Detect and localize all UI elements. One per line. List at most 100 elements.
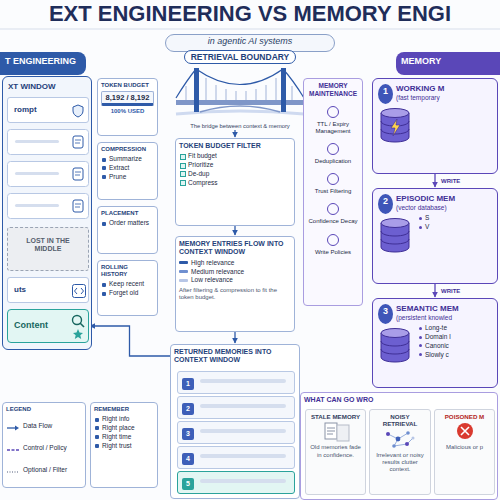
- text-group: Content: [8, 310, 88, 331]
- node-heading: rompt: [8, 98, 88, 115]
- what-can-go-wrong: WHAT CAN GO WRO STALE MEMORYOld memories …: [300, 392, 498, 500]
- memory-row: 3: [177, 421, 295, 444]
- node-text: Right place: [94, 424, 154, 432]
- text-group: REMEMBER Right infoRight placeRight timeR…: [91, 403, 157, 452]
- node-text: Old memories fade in confidence.: [309, 444, 362, 458]
- node-heading: EPISODIC MEM: [396, 194, 493, 204]
- node-text: Summarize: [101, 155, 154, 163]
- placement-box: PLACEMENTOrder matters: [97, 206, 158, 254]
- node-text: Low relevance: [179, 276, 291, 284]
- section-tab: MEMORY: [396, 52, 500, 75]
- node-text: De-dup: [179, 170, 291, 178]
- node-text: Write Policies: [307, 234, 359, 256]
- working-memory: WORKING M(fast temporary1: [372, 78, 498, 174]
- text-group: STALE MEMORYOld memories fade in confide…: [306, 410, 365, 462]
- node-text: Right time: [94, 433, 154, 441]
- semantic-memory: SEMANTIC MEM(persistent knowledLong-teDo…: [372, 298, 498, 388]
- text-group: XT WINDOW: [3, 77, 91, 92]
- node-heading: T ENGINEERING: [0, 52, 86, 70]
- returned-memories-box: RETURNED MEMORIES INTO CONTEXT WINDOW 1 2 3…: [170, 344, 300, 499]
- node-heading: Content: [8, 310, 88, 331]
- search-star-icon: [70, 313, 86, 341]
- code-icon: [72, 284, 86, 298]
- context-window-panel: XT WINDOW romptLOST IN THE MIDDLE utsConte…: [2, 76, 92, 350]
- icon: [438, 420, 491, 444]
- text-group: WHAT CAN GO WRO: [301, 393, 497, 407]
- legend-sample: [6, 417, 23, 435]
- node-text: Domain l: [418, 333, 493, 341]
- bridge-arch: [200, 106, 280, 112]
- database-icon: [379, 327, 411, 365]
- memory-row: 1: [177, 371, 295, 394]
- node-text: After filtering & compression to fit the…: [179, 287, 291, 301]
- node-text: Compress: [179, 179, 291, 187]
- node-text: Fit budget: [179, 152, 291, 160]
- node-text: The bridge between context & memory: [188, 123, 292, 130]
- text-group: RETRIEVAL BOUNDARY The bridge between con…: [172, 50, 308, 130]
- text-group: 1: [378, 84, 393, 99]
- callout-number: 3: [182, 428, 194, 440]
- text-group: MEMORY MAINTENANCE TTL / Expiry Managemen…: [304, 79, 362, 259]
- node-text: Trust Filtering: [307, 173, 359, 195]
- database-icon: [379, 107, 411, 145]
- node-text: Medium relevance: [179, 268, 291, 276]
- connector: [234, 226, 235, 235]
- node-heading: REMEMBER: [94, 406, 154, 413]
- node-text: TTL / Expiry Management: [307, 106, 359, 135]
- node-text: Slowly c: [418, 351, 493, 359]
- node-heading: RETURNED MEMORIES INTO CONTEXT WINDOW: [174, 348, 296, 365]
- edge-label: WRITE: [440, 288, 461, 295]
- node-heading: 2: [378, 194, 393, 209]
- node-text: Extract: [101, 164, 154, 172]
- text-group: PLACEMENTOrder matters: [98, 207, 157, 230]
- token-budget-box: TOKEN BUDGET8,192 / 8,192100% USED: [97, 78, 158, 136]
- text-group: 4: [178, 447, 294, 465]
- text-group: 2: [178, 397, 294, 415]
- text-group: 2: [378, 194, 393, 209]
- callout-number: 5: [182, 478, 194, 490]
- node-text: Right info: [94, 415, 154, 423]
- connector: [234, 332, 235, 343]
- connector: [434, 174, 435, 187]
- legend-text: Optional / Filter: [23, 466, 67, 474]
- node-heading: XT WINDOW: [3, 77, 91, 92]
- callout-number: 4: [182, 453, 194, 465]
- text-group: NOISY RETRIEVALIrrelevant or noisy resul…: [370, 410, 430, 476]
- step-number: 2: [378, 194, 393, 214]
- bridge-cable: [176, 69, 304, 98]
- node-heading: LEGEND: [6, 406, 82, 413]
- text-group: TOKEN BUDGET FILTERFit budgetPrioritizeD…: [176, 139, 294, 190]
- node-text: Canonic: [418, 342, 493, 350]
- node-heading: 3: [378, 304, 393, 319]
- legend-sample: [6, 461, 23, 479]
- node-heading: uts: [8, 278, 88, 295]
- noisy-retrieval-card: NOISY RETRIEVALIrrelevant or noisy resul…: [369, 409, 431, 495]
- node-text: Prune: [101, 173, 154, 181]
- node-text: Right trust: [94, 442, 154, 450]
- node-heading: TOKEN BUDGET: [101, 82, 154, 89]
- node-text: Prioritize: [179, 161, 291, 169]
- node-text: Deduplication: [307, 143, 359, 165]
- token-budget-filter: TOKEN BUDGET FILTERFit budgetPrioritizeD…: [175, 138, 295, 226]
- node-heading: MEMORY MAINTENANCE: [307, 82, 359, 98]
- context-slot: uts: [7, 277, 89, 303]
- node-heading: PLACEMENT: [101, 210, 154, 217]
- legend-item: Control / Policy: [6, 439, 82, 457]
- poisoned-memory-card: POISONED MMalicious or p: [434, 409, 495, 495]
- node-heading: COMPRESSION: [101, 146, 154, 153]
- memory-row: 4: [177, 446, 295, 469]
- episodic-memory: EPISODIC MEM(vector database)SV2: [372, 188, 498, 284]
- text-group: LOST IN THE MIDDLE: [8, 228, 88, 254]
- node-text: Keep recent: [101, 280, 154, 288]
- connector: [434, 284, 435, 297]
- text-group: 5: [178, 472, 294, 490]
- text-group: 3: [178, 422, 294, 440]
- title-rule: [0, 29, 500, 30]
- node-heading: RETRIEVAL BOUNDARY: [184, 50, 297, 64]
- text-group: 1: [178, 372, 294, 390]
- legend-box: LEGENDData FlowControl / PolicyOptional …: [2, 402, 86, 488]
- memory-row: 2: [177, 396, 295, 419]
- text-group: LEGENDData FlowControl / PolicyOptional …: [3, 403, 85, 482]
- rolling-history-box: ROLLING HISTORYKeep recentForget old: [97, 260, 158, 316]
- stale-memory-card: STALE MEMORYOld memories fade in confide…: [305, 409, 366, 495]
